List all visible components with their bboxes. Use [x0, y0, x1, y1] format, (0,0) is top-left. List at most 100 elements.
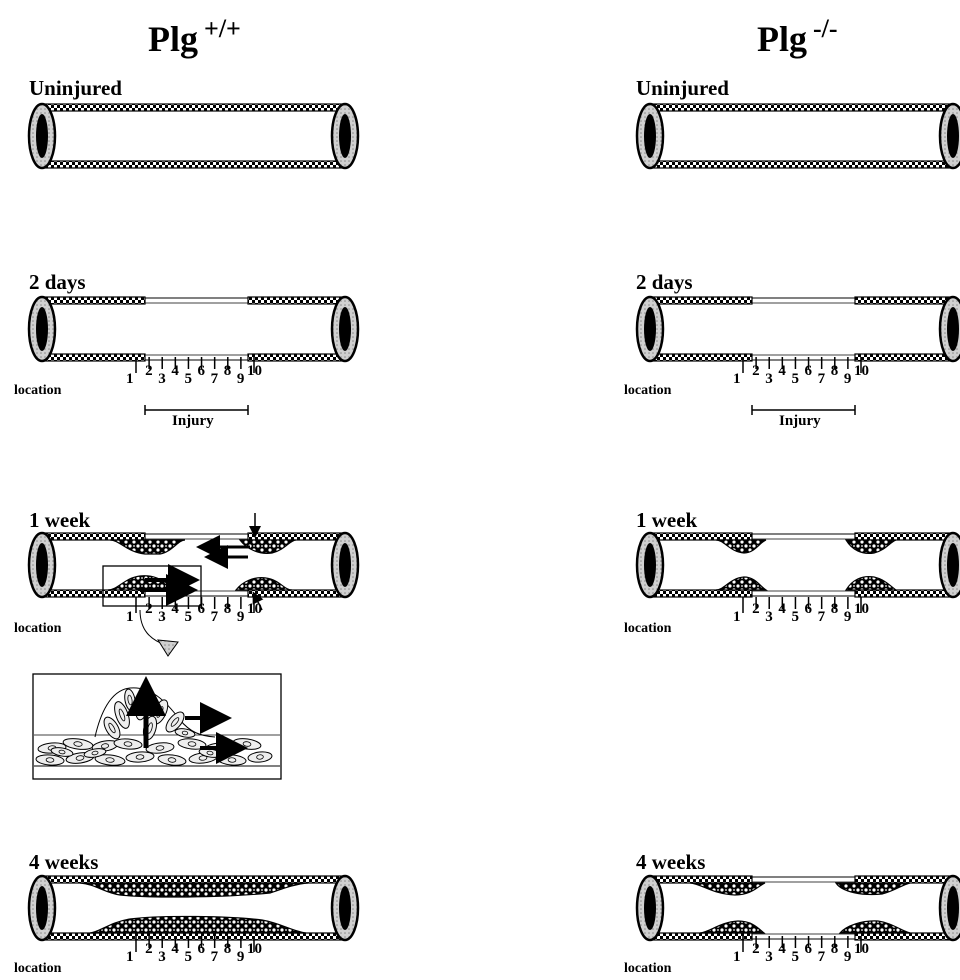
week4-left-location-number: 4 — [171, 942, 179, 957]
day2-right-location-number: 1 — [733, 372, 741, 387]
vessel-wall-top — [855, 297, 953, 304]
neointima-lesion — [90, 916, 306, 933]
week4-right-location-number: 9 — [844, 950, 852, 965]
vessel-wall-bottom — [650, 590, 752, 597]
day2-left-location-number: 6 — [198, 364, 206, 379]
vessel-lumen — [644, 543, 656, 587]
title-base: Plg — [757, 19, 807, 59]
week4-right-location-number: 7 — [818, 950, 826, 965]
week1-left-location-number: 3 — [158, 610, 166, 625]
vessel-lumen — [947, 307, 959, 351]
week1-right-location-number: 1 — [733, 610, 741, 625]
day2-right-location-number: 2 — [752, 364, 760, 379]
location-label: location — [14, 384, 61, 398]
day2-left-location-number: 4 — [171, 364, 179, 379]
week4-right-location-number: 1 — [733, 950, 741, 965]
vessel-lumen — [339, 543, 351, 587]
week1-right-location-number: 6 — [805, 602, 813, 617]
day2-left-location-number: 8 — [224, 364, 232, 379]
label-2days-right: 2 days — [636, 272, 693, 293]
vessel-lumen — [36, 886, 48, 930]
neointima-lesion — [716, 540, 766, 553]
label-4weeks-left: 4 weeks — [29, 852, 98, 873]
neointima-lesion — [80, 883, 308, 897]
cell-migration-inset — [33, 674, 281, 779]
vessel-wall-bottom — [855, 590, 953, 597]
zoom-pointer-icon — [158, 640, 178, 656]
week1-left-location-number: 6 — [198, 602, 206, 617]
vessel-wall-bottom — [42, 590, 145, 597]
vessel-wall-bottom — [248, 354, 345, 361]
vessel-wall-top — [248, 533, 345, 540]
vessel-wall-bottom — [42, 933, 345, 940]
vessel-lumen — [644, 307, 656, 351]
location-label: location — [14, 622, 61, 636]
neointima-lesion — [110, 540, 185, 554]
week4-left-location-number: 7 — [211, 950, 219, 965]
week4-right-location-number: 10 — [854, 942, 869, 957]
location-label: location — [624, 962, 671, 976]
day2-right-location-number: 3 — [765, 372, 773, 387]
week4-right-location-number: 6 — [805, 942, 813, 957]
week4-right-location-number: 5 — [791, 950, 799, 965]
vessel-wall-bottom — [42, 354, 145, 361]
vessel-4weeks-left — [29, 876, 358, 952]
day2-left-location-number: 3 — [158, 372, 166, 387]
vessel-wall-top — [650, 104, 953, 111]
week4-left-location-number: 2 — [145, 942, 153, 957]
week1-left-location-number: 9 — [237, 610, 245, 625]
neointima-lesion — [836, 883, 910, 895]
injury-label-right: Injury — [779, 414, 821, 429]
vessel-wall-bottom — [248, 590, 345, 597]
label-uninjured-left: Uninjured — [29, 78, 122, 99]
vessel-lumen — [644, 886, 656, 930]
week4-left-location-number: 3 — [158, 950, 166, 965]
title-plg-wildtype: Plg+/+ — [148, 16, 241, 57]
day2-left-location-number: 7 — [211, 372, 219, 387]
week4-left-location-number: 5 — [184, 950, 192, 965]
week4-left-location-number: 8 — [224, 942, 232, 957]
vessel-wall-bottom — [650, 933, 752, 940]
week1-right-location-number: 4 — [778, 602, 786, 617]
vessel-wall-bottom — [650, 161, 953, 168]
label-1week-right: 1 week — [636, 510, 697, 531]
vessel-wall-bottom — [42, 161, 345, 168]
vessel-wall-top — [855, 876, 953, 883]
title-plg-knockout: Plg-/- — [757, 16, 838, 57]
label-4weeks-right: 4 weeks — [636, 852, 705, 873]
neointima-lesion — [846, 577, 896, 590]
vessel-lumen — [36, 307, 48, 351]
week4-right-location-number: 8 — [831, 942, 839, 957]
title-genotype: +/+ — [204, 14, 241, 43]
week1-right-location-number: 8 — [831, 602, 839, 617]
day2-right-location-number: 10 — [854, 364, 869, 379]
vessel-wall-top — [248, 297, 345, 304]
vessel-lumen — [947, 114, 959, 158]
vessel-wall-top — [650, 297, 752, 304]
day2-right-location-number: 8 — [831, 364, 839, 379]
neointima-lesion — [846, 540, 896, 553]
vessel-lumen — [36, 114, 48, 158]
week1-right-location-number: 10 — [854, 602, 869, 617]
day2-left-location-number: 1 — [126, 372, 134, 387]
day2-right-location-number: 7 — [818, 372, 826, 387]
week1-left-location-number: 7 — [211, 610, 219, 625]
week4-left-location-number: 1 — [126, 950, 134, 965]
label-2days-left: 2 days — [29, 272, 86, 293]
vessel-2days-left — [29, 297, 358, 415]
vessel-wall-bottom — [855, 933, 953, 940]
location-label: location — [14, 962, 61, 976]
week4-left-location-number: 6 — [198, 942, 206, 957]
week1-right-location-number: 5 — [791, 610, 799, 625]
vessel-wall-top — [42, 104, 345, 111]
vessel-wall-top — [855, 533, 953, 540]
vessel-wall-bottom — [855, 354, 953, 361]
vessel-uninjured-left — [29, 104, 358, 168]
label-1week-left: 1 week — [29, 510, 90, 531]
vessel-wall-top — [42, 297, 145, 304]
day2-left-location-number: 2 — [145, 364, 153, 379]
week1-left-location-number: 2 — [145, 602, 153, 617]
neointima-lesion — [716, 577, 766, 590]
